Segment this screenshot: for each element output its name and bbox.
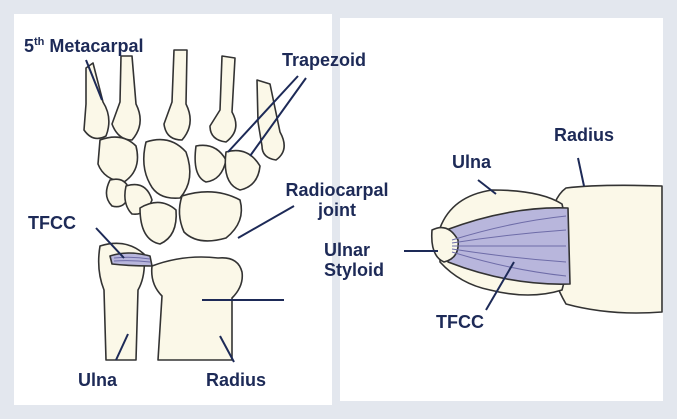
label-5th-metacarpal: 5th Metacarpal: [24, 36, 143, 56]
leader-radius-right: [578, 158, 584, 186]
metacarpal-1: [257, 80, 284, 160]
scaphoid: [179, 192, 241, 241]
radius-bone: [152, 257, 243, 360]
tfcc-ligament-left: [110, 253, 152, 266]
label-ulna-left: Ulna: [78, 370, 117, 390]
trapezium: [225, 151, 260, 190]
label-ulna-right: Ulna: [452, 152, 491, 172]
metacarpal-2: [210, 56, 236, 142]
label-tfcc-right: TFCC: [436, 312, 484, 332]
capitate: [144, 140, 190, 199]
label-radius-left: Radius: [206, 370, 266, 390]
label-radius-right: Radius: [554, 125, 614, 145]
label-tfcc-left: TFCC: [28, 213, 76, 233]
label-trapezoid: Trapezoid: [282, 50, 366, 70]
hamate: [98, 137, 138, 182]
lunate: [140, 202, 176, 244]
trapezoid-bone: [195, 145, 226, 182]
metacarpal-3: [164, 50, 190, 140]
metacarpal-4: [112, 56, 140, 140]
metacarpal-5: [84, 63, 109, 138]
